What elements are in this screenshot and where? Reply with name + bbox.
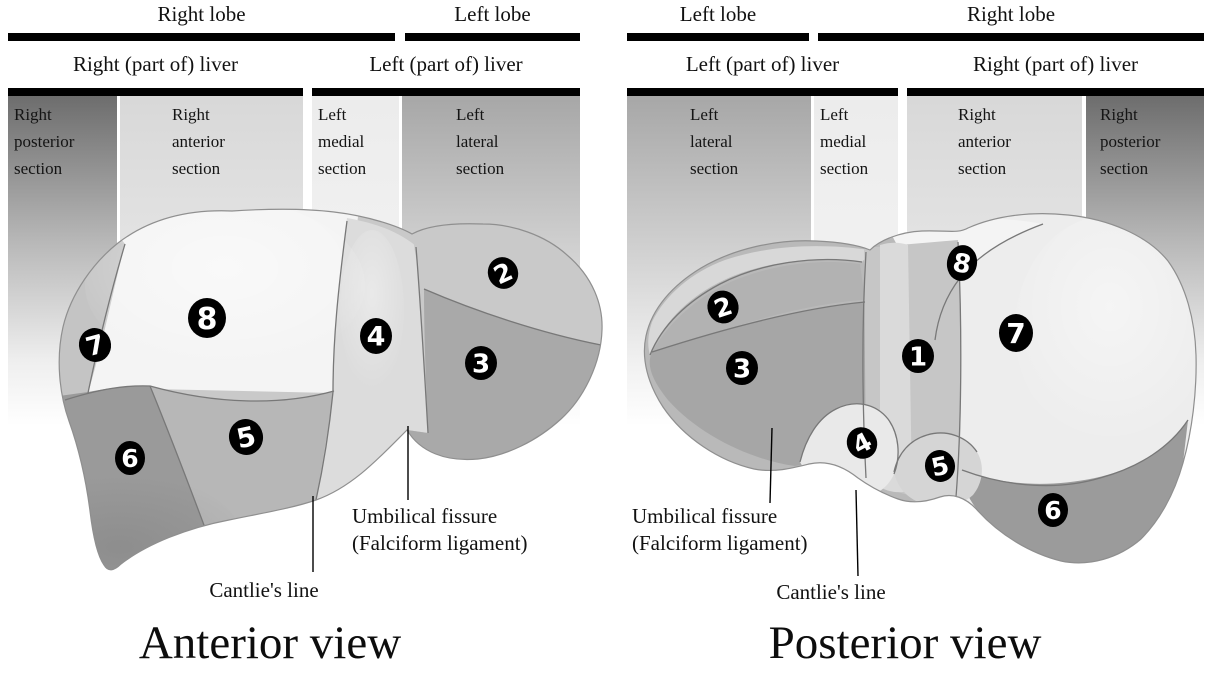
segment-2-badge-posterior: 2 [707,290,739,324]
svg-text:1: 1 [909,342,927,372]
umbilical-fissure-label-anterior: Umbilical fissure (Falciform ligament) [352,504,528,555]
posterior-left-liver-label: Left (part of) liver [685,52,840,76]
umbilical-leader-line-posterior [769,427,773,504]
posterior-left-lobe-bar [627,33,809,41]
anterior-segment-2-3-boundary [423,288,602,346]
posterior-right-liver-label: Right (part of) liver [972,52,1139,76]
segment-6-badge-anterior: 6 [115,441,145,475]
posterior-segment-4-edge [799,403,899,475]
anterior-left-lobe-bar [405,33,580,41]
svg-text:6: 6 [121,444,138,473]
posterior-segment-5-edge [893,432,978,473]
svg-text:6: 6 [1044,496,1061,525]
anterior-segment-3-region [407,289,601,460]
cantlie-line-label-anterior: Cantlie's line [209,578,319,602]
posterior-segment-2-3-boundary [651,301,866,353]
segment-2-badge-anterior: 2 [487,257,519,290]
segment-7-badge-anterior: 7 [78,328,112,363]
segment-5-badge-posterior: 5 [924,450,956,482]
cantlie-line-label-posterior: Cantlie's line [776,580,886,604]
segment-4-badge-anterior: 4 [360,318,392,354]
svg-text:3: 3 [472,349,490,379]
posterior-ligament-band [648,246,870,355]
posterior-right-lobe-label: Right lobe [966,2,1056,26]
posterior-dome-highlight [1015,215,1197,445]
segment-4-badge-posterior: 4 [846,427,878,460]
anterior-liver-outline [58,208,603,571]
anterior-left-lobe-label: Left lobe [454,2,531,26]
svg-text:3: 3 [733,354,751,384]
segment-5-badge-anterior: 5 [228,419,264,455]
anterior-segment-5-region [150,386,334,553]
anterior-right-liver-bar [8,88,303,96]
anterior-left-liver-bar [312,88,580,96]
segment-3-badge-anterior: 3 [465,346,497,380]
posterior-left-liver-bar [627,88,898,96]
posterior-view-title: Posterior view [768,617,1042,669]
svg-text:8: 8 [950,248,973,281]
anterior-left-liver-label: Left (part of) liver [369,52,523,76]
svg-text:4: 4 [367,322,386,353]
svg-text:8: 8 [197,302,218,337]
anterior-liver-illustration: 7 8 4 2 3 5 6 [58,208,603,572]
anterior-highlight [85,209,365,370]
segment-8-badge-posterior: 8 [946,245,978,281]
anterior-right-liver-label: Right (part of) liver [72,52,239,76]
segment-8-badge-anterior: 8 [188,298,226,338]
anterior-view-title: Anterior view [138,617,402,669]
segment-1-badge-posterior: 1 [902,339,934,373]
svg-text:7: 7 [1006,317,1025,350]
posterior-segment-7-6-boundary [961,419,1189,487]
anterior-fissure-highlight [340,230,404,390]
posterior-segment-2-region [652,262,865,353]
posterior-left-lobe-label: Left lobe [679,2,757,26]
posterior-right-lobe-bar [818,33,1204,41]
posterior-segment-3-region [649,302,866,466]
umbilical-fissure-boundary-anterior [415,246,429,434]
posterior-band-lower-edge [649,258,863,356]
segment-7-badge-posterior: 7 [999,314,1033,352]
svg-text:5: 5 [929,450,952,482]
segment-3-badge-posterior: 3 [726,351,758,385]
anterior-right-lobe-label: Right lobe [157,2,246,26]
cantlie-leader-line-posterior [855,489,859,577]
posterior-segment-6-region [962,420,1188,563]
anterior-right-lobe-bar [8,33,395,41]
posterior-liver-body [644,213,1197,563]
anterior-segment-7-8-boundary [87,243,126,394]
umbilical-fissure-label-posterior: Umbilical fissure (Falciform ligament) [632,504,808,555]
posterior-right-liver-bar [907,88,1204,96]
posterior-liver-illustration: 2 3 1 8 7 4 5 6 [643,213,1197,577]
posterior-liver-outline [643,213,1197,564]
cantlie-line-boundary-anterior [315,220,348,501]
anterior-transverse-boundary [64,385,335,402]
segment-6-badge-posterior: 6 [1038,493,1068,527]
